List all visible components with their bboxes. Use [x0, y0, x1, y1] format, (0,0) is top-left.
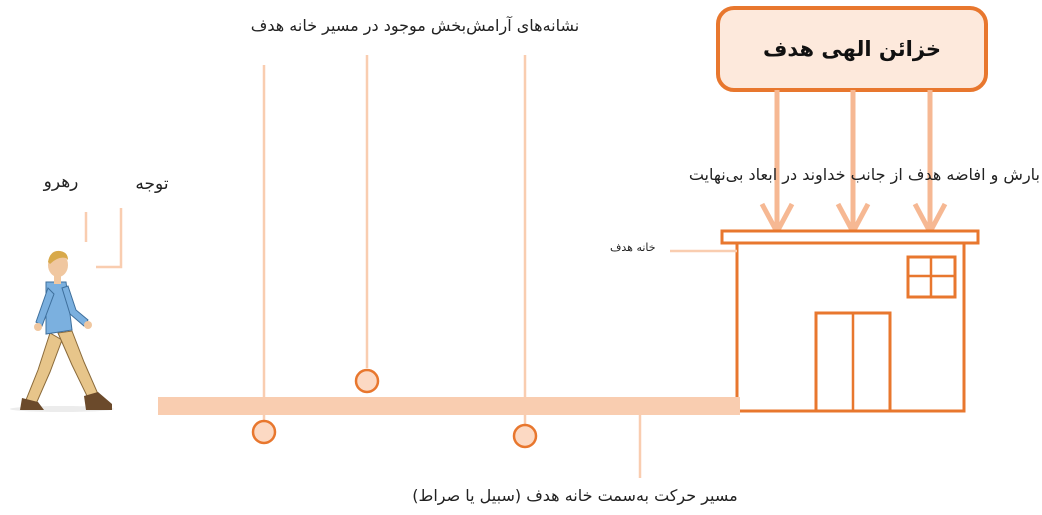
path-label: مسیر حرکت به‌سمت خانه هدف (سبیل یا صراط) — [412, 486, 738, 505]
descent-arrow-3 — [912, 90, 948, 235]
house-roof — [720, 229, 980, 245]
walker-figure — [10, 250, 114, 412]
house-window — [906, 255, 957, 299]
sign-marker-3 — [512, 423, 538, 449]
attention-label: توجه — [135, 174, 169, 194]
descent-arrow-1 — [759, 90, 795, 235]
target-house — [720, 229, 980, 413]
sign-marker-2 — [354, 368, 380, 394]
treasures-box-title: خزائن الهی هدف — [762, 37, 942, 61]
walker-label: رهرو — [43, 172, 79, 192]
path-bar — [158, 397, 740, 415]
sign-marker-1 — [251, 419, 277, 445]
house-label: خانه هدف — [610, 241, 656, 254]
attention-pointer — [96, 208, 123, 269]
descent-arrows — [759, 90, 948, 235]
descent-label: بارش و افاضه هدف از جانب خداوند در ابعاد… — [688, 165, 1040, 184]
house-door — [814, 311, 892, 413]
signs-label: نشانه‌های آرامش‌بخش موجود در مسیر خانه ه… — [250, 16, 580, 35]
descent-arrow-2 — [835, 90, 871, 235]
